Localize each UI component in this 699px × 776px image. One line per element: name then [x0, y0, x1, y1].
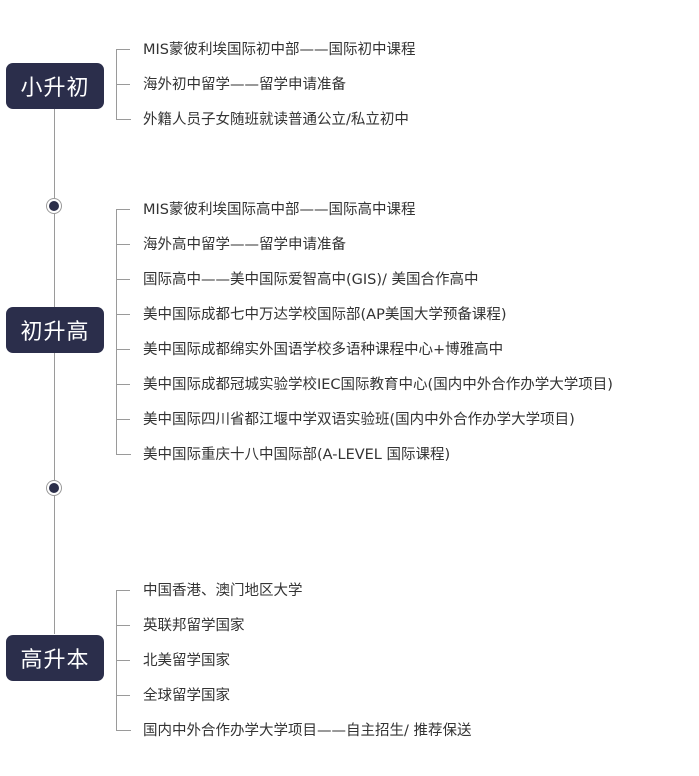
- item-connector: [116, 84, 130, 85]
- stage-badge-junior-to-senior: 初升高: [6, 307, 104, 353]
- item-connector: [116, 419, 130, 420]
- item-connector: [116, 625, 130, 626]
- item-connector: [116, 660, 130, 661]
- item-connector: [116, 49, 130, 50]
- item-connector: [116, 590, 130, 591]
- item-connector: [116, 695, 130, 696]
- item-connector: [116, 314, 130, 315]
- item-connector: [116, 715, 131, 731]
- item-connector: [116, 439, 131, 455]
- item-connector: [116, 244, 130, 245]
- item-connector: [116, 104, 131, 120]
- timeline-node: [49, 201, 59, 211]
- group-bracket: [116, 209, 117, 454]
- item-connector: [116, 279, 130, 280]
- timeline-node: [49, 483, 59, 493]
- item-connector: [116, 384, 130, 385]
- item-connector: [116, 209, 130, 210]
- stage-badge-senior-to-university: 高升本: [6, 635, 104, 681]
- timeline-spine: [54, 104, 55, 634]
- stage-badge-primary-to-junior: 小升初: [6, 63, 104, 109]
- item-connector: [116, 349, 130, 350]
